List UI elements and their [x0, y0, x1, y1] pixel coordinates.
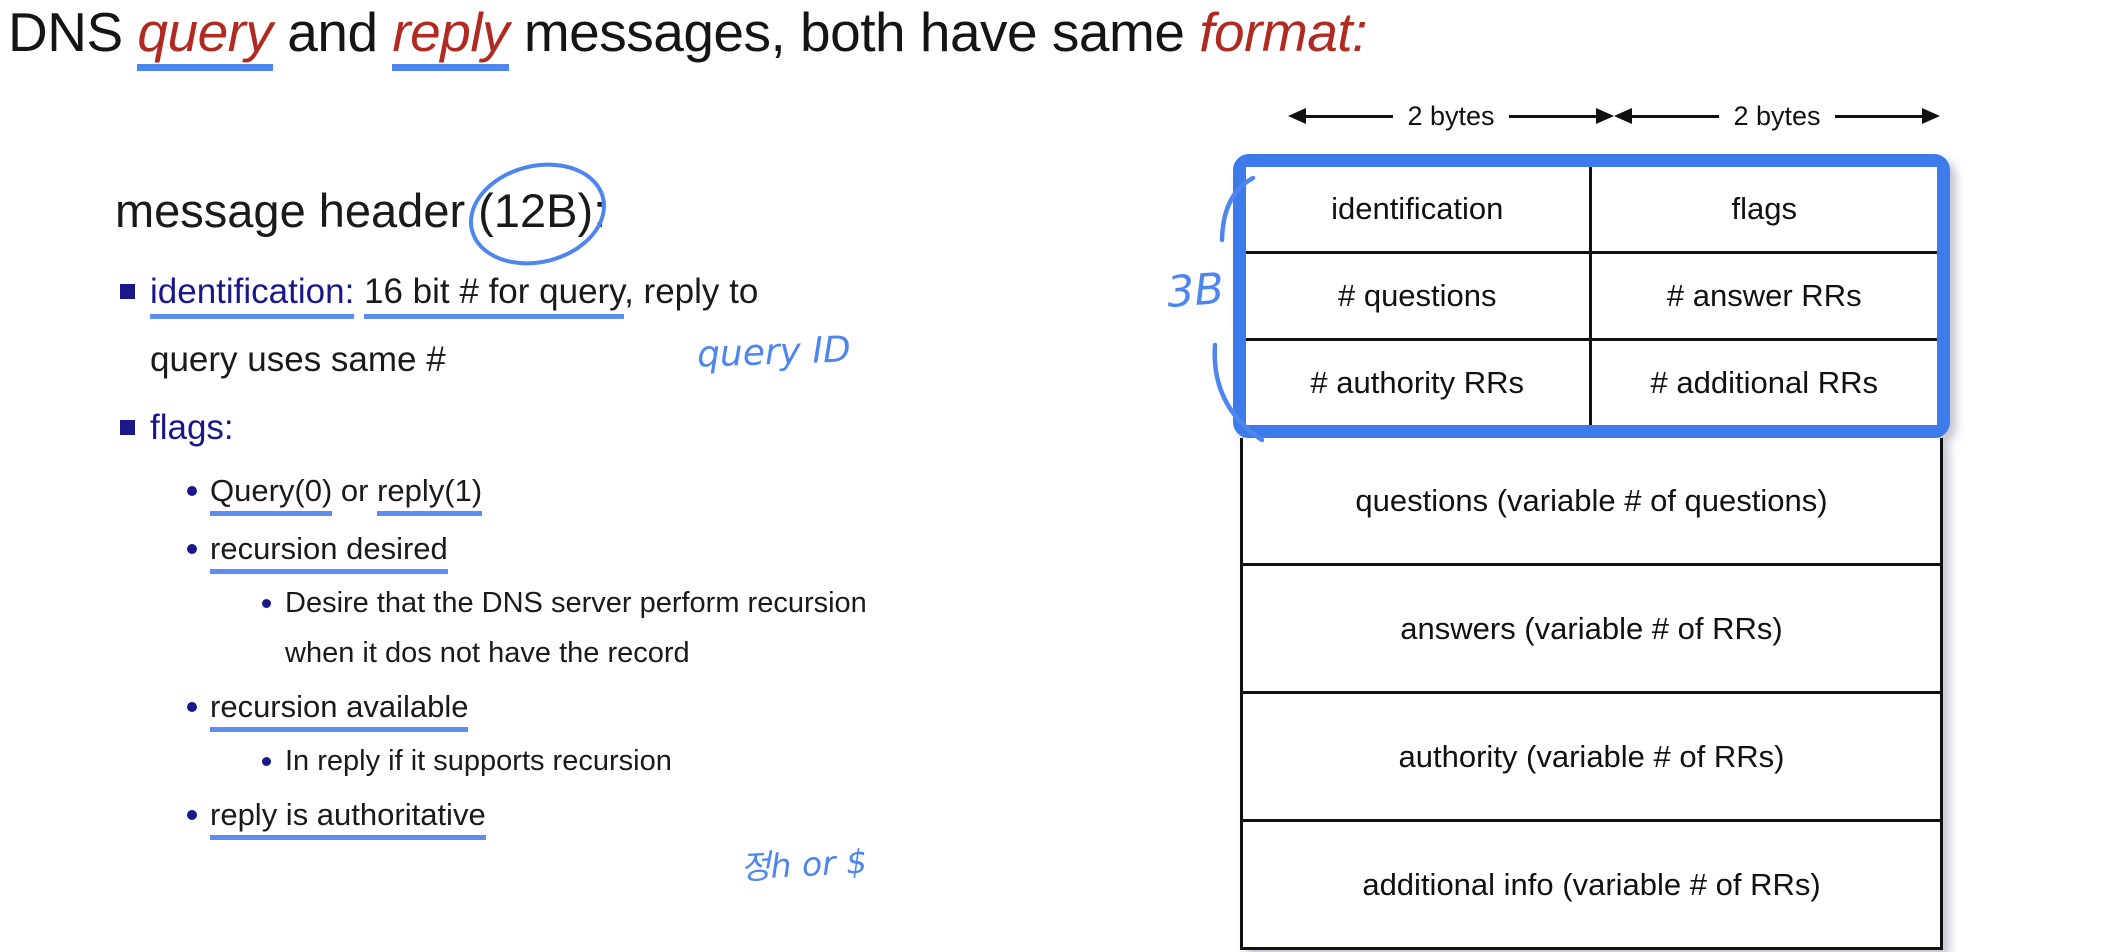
reply-authoritative-text: reply is authoritative: [210, 797, 486, 840]
reply1-text: reply(1): [377, 473, 483, 516]
table-row-authority: authority (variable # of RRs): [1243, 694, 1940, 822]
heading-text: message header: [115, 184, 479, 237]
bullet-list-level1: identification: 16 bit # for query, repl…: [85, 258, 1085, 844]
table-row-questions: questions (variable # of questions): [1243, 438, 1940, 566]
bullet-query-reply: Query(0) or reply(1): [150, 462, 1085, 520]
byte-label: 2 bytes: [1407, 100, 1495, 131]
table-cell-num-additional-rrs: # additional RRs: [1591, 341, 1937, 425]
bullet-recursion-desired: recursion desired Desire that the DNS se…: [150, 520, 1085, 678]
desire-note-line2: when it dos not have the record: [285, 637, 690, 669]
arrow-right-icon: [1596, 108, 1614, 124]
byte-label: 2 bytes: [1733, 100, 1821, 131]
flags-sublist: Query(0) or reply(1) recursion desired D…: [150, 462, 1085, 844]
title-text: messages, both have same: [509, 1, 1200, 63]
bullet-desire-note: Desire that the DNS server perform recur…: [210, 578, 1085, 678]
title-word-query: query: [137, 1, 273, 71]
byte-width-arrows: 2 bytes 2 bytes: [1288, 96, 1940, 136]
bullet-reply-authoritative: reply is authoritative: [150, 786, 1085, 844]
message-header-heading: message header (12B):: [115, 148, 1085, 280]
dns-message-diagram: 2 bytes 2 bytes identification flags # q…: [1165, 96, 1950, 950]
title-word-format: format:: [1199, 1, 1367, 63]
heading-12b-text: (12B): [478, 184, 594, 237]
table-cell-num-authority-rrs: # authority RRs: [1246, 341, 1592, 425]
left-content: message header (12B): identification: 16…: [85, 148, 1085, 887]
byte-arrow-left: 2 bytes: [1288, 96, 1614, 136]
header-grid: identification flags # questions # answe…: [1246, 167, 1937, 425]
title-text: DNS: [8, 1, 138, 63]
table-cell-num-questions: # questions: [1246, 254, 1592, 341]
or-text: or: [332, 473, 378, 508]
query0-text: Query(0): [210, 473, 333, 516]
table-cell-flags: flags: [1591, 167, 1937, 254]
query-id-handwritten-annotation: query ID: [696, 329, 852, 376]
arrow-line: [1632, 114, 1720, 118]
recursion-available-sublist: In reply if it supports recursion: [210, 736, 1085, 786]
table-cell-identification: identification: [1246, 167, 1592, 254]
identification-rest-text: , reply to: [624, 272, 759, 311]
page-title: DNS query and reply messages, both have …: [8, 0, 1367, 71]
table-row-additional: additional info (variable # of RRs): [1362, 866, 1821, 902]
arrow-left-icon: [1614, 108, 1632, 124]
arrow-right-icon: [1922, 108, 1940, 124]
bullet-recursion-available: recursion available In reply if it suppo…: [150, 678, 1085, 786]
table-cell-num-answer-rrs: # answer RRs: [1591, 254, 1937, 341]
flags-term: flags:: [150, 408, 234, 447]
circled-12b: (12B): [458, 148, 618, 280]
arrow-line: [1508, 114, 1596, 118]
bullet-reply-support: In reply if it supports recursion: [210, 736, 1085, 786]
bullet-flags: flags: Query(0) or reply(1) recursion de…: [85, 394, 1085, 844]
desire-note-line1: Desire that the DNS server perform recur…: [285, 587, 867, 619]
table-row-answers: answers (variable # of RRs): [1243, 566, 1940, 694]
arrow-line: [1306, 114, 1394, 118]
recursion-available-text: recursion available: [210, 689, 469, 732]
recursion-desired-text: recursion desired: [210, 531, 448, 574]
identification-line2: query uses same #: [150, 340, 446, 379]
identification-underlined-text: 16 bit # for query: [364, 272, 625, 319]
arrow-left-icon: [1288, 108, 1306, 124]
message-body-rows: questions (variable # of questions) answ…: [1240, 438, 1943, 950]
authoritative-handwritten-annotation: 정h or $: [739, 841, 869, 888]
arrow-line: [1834, 114, 1922, 118]
title-text: and: [272, 1, 393, 63]
byte-arrow-right: 2 bytes: [1614, 96, 1940, 136]
identification-term: identification:: [150, 272, 355, 319]
heading-text: :: [593, 184, 607, 237]
title-word-reply: reply: [392, 1, 510, 71]
reply-support-text: In reply if it supports recursion: [285, 745, 672, 777]
hand-brace-annotation: [1212, 175, 1265, 443]
bullet-identification: identification: 16 bit # for query, repl…: [85, 258, 1085, 394]
recursion-desired-sublist: Desire that the DNS server perform recur…: [210, 578, 1085, 678]
header-blue-box: identification flags # questions # answe…: [1233, 154, 1950, 438]
